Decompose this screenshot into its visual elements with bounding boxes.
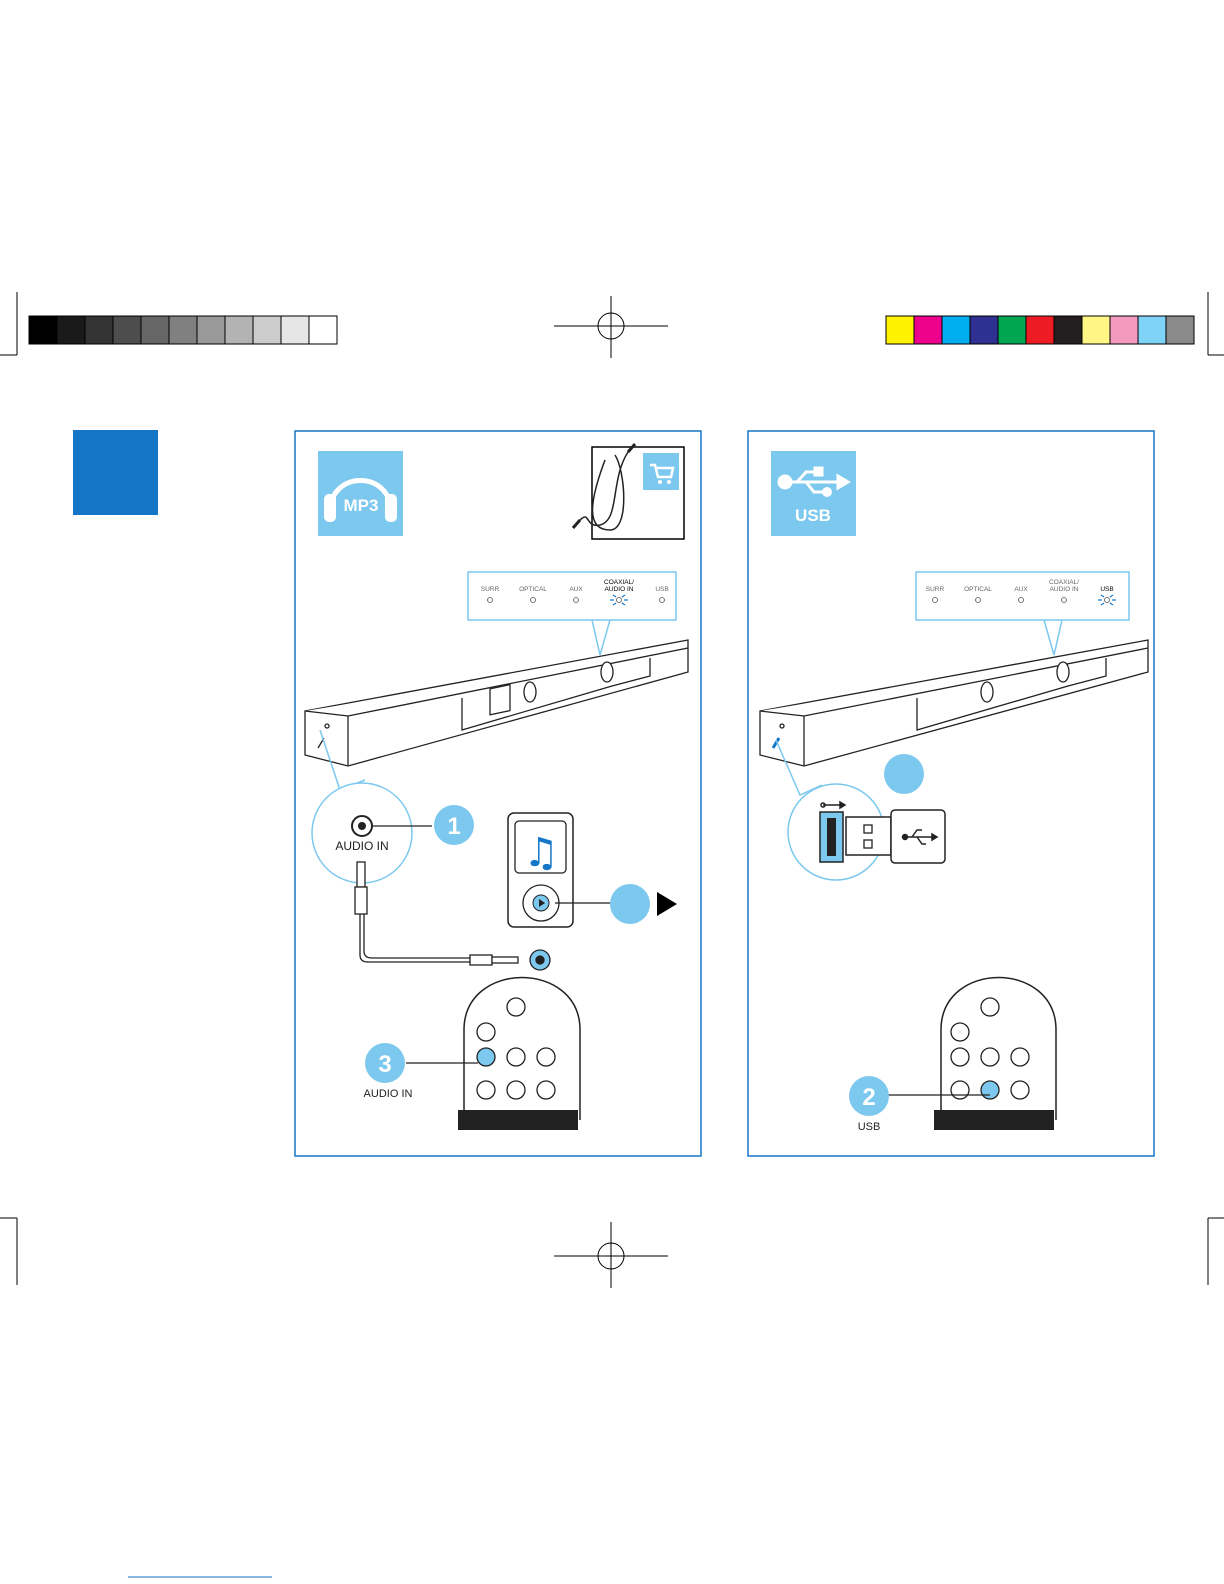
usb-flash-drive [846,817,891,855]
remote-button [981,1081,999,1099]
step-2-badge-empty [610,884,650,924]
indicator-label: OPTICAL [519,586,547,593]
remote-button [537,1081,555,1099]
indicator-light [1019,598,1024,603]
gray-swatch [281,316,309,344]
indicator-light [976,598,981,603]
indicator-label: SURR [481,586,500,593]
indicator-light [1105,598,1110,603]
gray-swatch [57,316,85,344]
color-swatch [942,316,970,344]
indicator-label: USB [655,586,668,593]
usb-label: USB [795,506,831,525]
remote-button [507,998,525,1016]
remote-button [951,1048,969,1066]
indicator-label: COAXIAL/ [1049,579,1079,586]
remote-button [477,1023,495,1041]
remote-button [951,1081,969,1099]
panel-mp3: MP3 SURR OPTICAL AUX COAXIAL/AUDIO IN USB [295,431,701,1156]
gray-swatch [141,316,169,344]
indicator-label: COAXIAL/ [604,579,634,586]
color-swatch [914,316,942,344]
indicator-label: OPTICAL [964,586,992,593]
indicator-light [531,598,536,603]
gray-swatch [85,316,113,344]
gray-swatch [29,316,57,344]
indicator-light [1062,598,1067,603]
remote-button [1011,1081,1029,1099]
indicator-label: SURR [926,586,945,593]
color-swatch [1166,316,1194,344]
color-swatch [1054,316,1082,344]
indicator-label: AUDIO IN [605,586,634,593]
color-swatch [1082,316,1110,344]
color-swatch [970,316,998,344]
remote-audio-in-label: AUDIO IN [364,1088,413,1100]
indicator-label: AUX [569,586,583,593]
remote-button [477,1081,495,1099]
shopping-cart-icon [643,453,679,490]
registration-mark-top [554,296,668,358]
indicator-label: USB [1100,586,1113,593]
indicator-light [617,598,622,603]
grayscale-calibration-bar [29,316,337,344]
gray-swatch [197,316,225,344]
registration-mark-bottom [554,1222,668,1288]
gray-swatch [309,316,337,344]
indicator-light [488,598,493,603]
panel-usb: USB SURR OPTICAL AUX COAXIAL/AUDIO IN USB [748,431,1154,1156]
indicator-label: AUX [1014,586,1028,593]
color-swatch [1110,316,1138,344]
indicator-light [933,598,938,603]
remote-button [951,1023,969,1041]
music-note-icon: ♫ [523,830,559,876]
remote-button [981,1048,999,1066]
usb-header-icon: USB [771,451,856,536]
color-swatch [1026,316,1054,344]
step-1-badge-empty [884,754,924,794]
audio-in-port-label: AUDIO IN [335,839,388,853]
mp3-header-icon: MP3 [318,451,403,536]
color-swatch [998,316,1026,344]
remote-button [507,1081,525,1099]
remote-button [981,998,999,1016]
indicator-label: AUDIO IN [1050,586,1079,593]
gray-swatch [113,316,141,344]
remote-button [537,1048,555,1066]
color-swatch [886,316,914,344]
color-swatch [1138,316,1166,344]
step-1-badge: 1 [447,813,460,840]
indicator-light [574,598,579,603]
remote-usb-label: USB [858,1121,881,1133]
color-calibration-bar [886,316,1194,344]
gray-swatch [253,316,281,344]
remote-button [477,1048,495,1066]
step-2-badge: 2 [862,1084,875,1111]
chapter-tab [73,430,158,515]
gray-swatch [169,316,197,344]
mp3-label: MP3 [344,496,379,515]
step-3-badge: 3 [378,1051,391,1078]
indicator-light [660,598,665,603]
remote-button [507,1048,525,1066]
remote-button [1011,1048,1029,1066]
gray-swatch [225,316,253,344]
